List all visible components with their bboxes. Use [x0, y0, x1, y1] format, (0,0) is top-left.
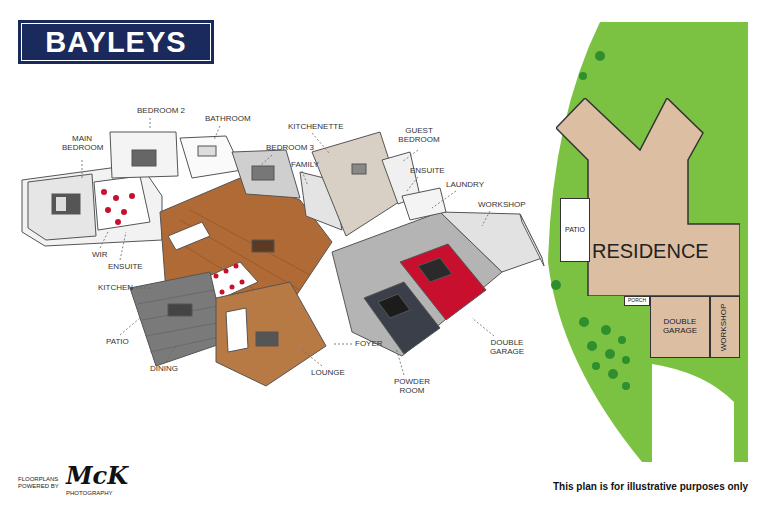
- room-label: ENSUITE: [410, 166, 445, 175]
- room-label: ENSUITE: [108, 262, 143, 271]
- patio-box: PATIO: [560, 198, 590, 262]
- node-text: BAYLEYS: [21, 20, 211, 64]
- node-text: PATIO: [565, 226, 585, 234]
- room-label: MAIN BEDROOM: [62, 134, 102, 152]
- room-label: KITCHEN: [98, 283, 133, 292]
- credit-text: PHOTOGRAPHY: [66, 490, 113, 497]
- room-label: BEDROOM 2: [137, 106, 185, 115]
- room-label: WIR: [92, 250, 108, 259]
- room-label: POWDER ROOM: [390, 377, 434, 395]
- room-label: KITCHENETTE: [288, 122, 344, 131]
- room-label: PATIO: [106, 337, 129, 346]
- lawn: [548, 22, 748, 462]
- room-label: BATHROOM: [205, 114, 251, 123]
- room-label: FOYER: [355, 339, 383, 348]
- node-text: PORCH: [628, 298, 646, 304]
- leader-lines: [82, 118, 494, 375]
- room-label: BEDROOM 3: [266, 143, 314, 152]
- room-label: FAMILY: [291, 160, 319, 169]
- room-label: DOUBLE GARAGE: [484, 338, 530, 356]
- workshop-box: WORKSHOP: [710, 296, 740, 358]
- disclaimer-note: This plan is for illustrative purposes o…: [553, 481, 748, 493]
- room-label: WORKSHOP: [478, 200, 526, 209]
- node-text: WORKSHOP: [721, 303, 730, 351]
- room-label: LOUNGE: [311, 368, 345, 377]
- node-text: RESIDENCE: [592, 240, 709, 263]
- brand-mark: McK: [66, 464, 128, 488]
- logo-box: BAYLEYS: [18, 20, 214, 64]
- residence-shape: [556, 98, 740, 296]
- room-label: DINING: [150, 364, 178, 373]
- room-label: GUEST BEDROOM: [398, 126, 440, 144]
- garage-box: DOUBLE GARAGE: [650, 296, 710, 358]
- node-text: DOUBLE GARAGE: [660, 318, 700, 336]
- house-3d: [22, 132, 544, 386]
- residence-outline: RESIDENCE: [556, 98, 740, 296]
- credit-text: FLOORPLANS POWERED BY: [18, 476, 62, 490]
- porch-box: PORCH: [624, 296, 650, 306]
- room-label: LAUNDRY: [446, 180, 484, 189]
